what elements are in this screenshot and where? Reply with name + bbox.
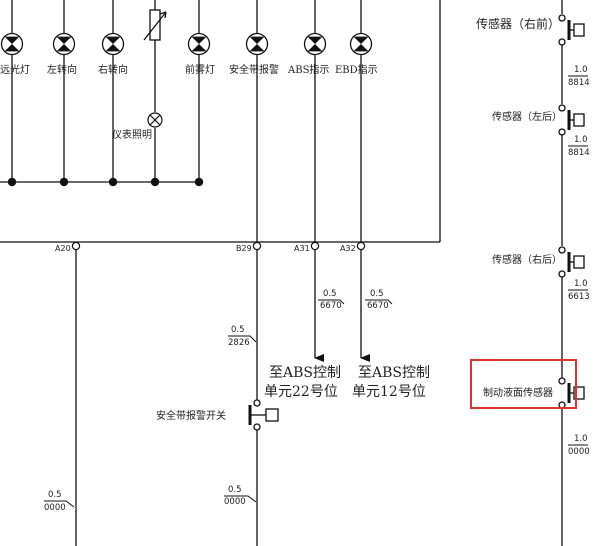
wire-code-brake: 0000 xyxy=(568,447,590,457)
abs-target-a32-line2: 单元12号位 xyxy=(352,384,426,400)
lamp-label: 右转向 xyxy=(98,63,128,76)
wire-size-rear-right: 1.0 xyxy=(574,279,588,289)
instrument-light-icon xyxy=(147,112,163,128)
wire-size-a31: 0.5 xyxy=(323,289,337,299)
sensor-label-front-right: 传感器（右前） xyxy=(476,16,560,31)
sensor-label-rear-left: 传感器（左后） xyxy=(492,110,562,123)
instrument-light-label: 仪表照明 xyxy=(112,128,152,141)
wire-size-a20-bottom: 0.5 xyxy=(48,490,62,500)
wire-size-a32: 0.5 xyxy=(370,289,384,299)
lamp-label: 远光灯 xyxy=(0,63,30,76)
seatbelt-warning-lamp-icon xyxy=(245,32,269,56)
left-turn-lamp-icon xyxy=(52,32,76,56)
wire-code-a32: 6670 xyxy=(367,301,389,311)
abs-target-a31-line1: 至ABS控制 xyxy=(269,365,341,381)
sensor-label-rear-right: 传感器（右后） xyxy=(492,253,562,266)
connector-a31: A31 xyxy=(294,244,310,253)
sensor-label-brake-fluid: 制动液面传感器 xyxy=(483,386,553,399)
wire-size-rear-left: 1.0 xyxy=(574,135,588,145)
abs-indicator-lamp-icon xyxy=(303,32,327,56)
right-turn-lamp-icon xyxy=(101,32,125,56)
wire-code-a31: 6670 xyxy=(320,301,342,311)
lamp-label: EBD指示 xyxy=(335,63,378,76)
wire-code-front-right: 8814 xyxy=(568,78,590,88)
wire-code-rear-left: 8814 xyxy=(568,148,590,158)
wire-code-b29-bottom: 0000 xyxy=(224,497,246,507)
rear-right-sensor-icon xyxy=(558,246,585,278)
seatbelt-switch-icon xyxy=(248,399,279,431)
lamp-label: 左转向 xyxy=(47,63,77,76)
brake-fluid-sensor-icon xyxy=(558,377,585,409)
connector-a32: A32 xyxy=(340,244,356,253)
seatbelt-switch-label: 安全带报警开关 xyxy=(156,409,226,422)
wire-code-rear-right: 6613 xyxy=(568,292,590,302)
front-fog-lamp-icon xyxy=(187,32,211,56)
wire-size-b29: 0.5 xyxy=(231,325,245,335)
highlight-box xyxy=(470,359,577,409)
wire-size-b29-bottom: 0.5 xyxy=(228,485,242,495)
lamp-label: ABS指示 xyxy=(287,63,329,76)
rear-left-sensor-icon xyxy=(558,104,585,136)
abs-target-a31-line2: 单元22号位 xyxy=(264,384,338,400)
lamp-label: 前雾灯 xyxy=(185,63,215,76)
high-beam-lamp-icon xyxy=(0,32,24,56)
lamp-label: 安全带报警 xyxy=(229,63,279,76)
connector-a20: A20 xyxy=(55,244,71,253)
wire-code-b29: 2826 xyxy=(228,338,250,348)
ebd-indicator-lamp-icon xyxy=(349,32,373,56)
wire-size-front-right: 1.0 xyxy=(574,65,588,75)
abs-target-a32-line1: 至ABS控制 xyxy=(358,365,430,381)
front-right-sensor-icon xyxy=(558,14,585,46)
connector-b29: B29 xyxy=(236,244,252,253)
wire-code-a20-bottom: 0000 xyxy=(44,503,66,513)
wire-size-brake: 1.0 xyxy=(574,434,588,444)
ground-bus-junctions xyxy=(7,177,204,187)
